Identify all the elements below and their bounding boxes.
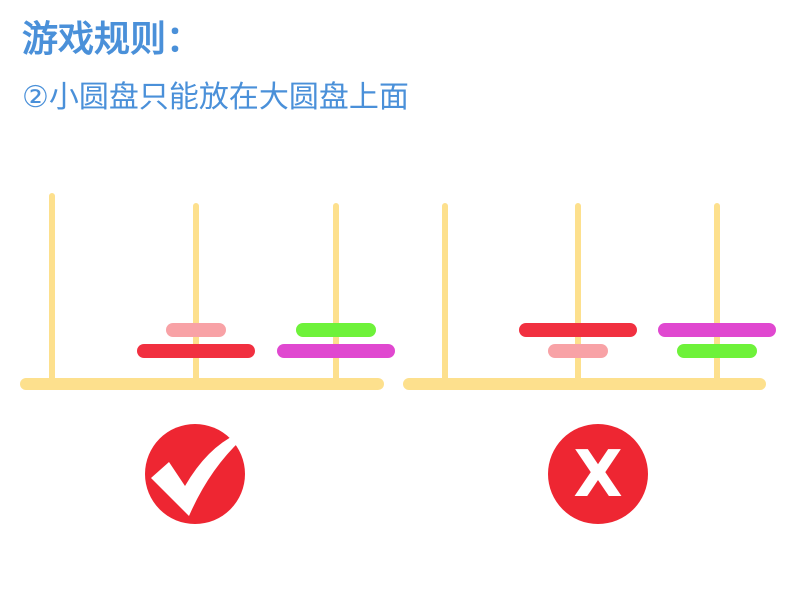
checkmark-icon — [151, 434, 241, 516]
example-wrong: X — [403, 203, 776, 524]
example-correct — [20, 193, 395, 524]
x-mark-icon: X — [573, 438, 622, 512]
rule-text: ②小圆盘只能放在大圆盘上面 — [22, 80, 409, 115]
page-title: 游戏规则： — [22, 19, 203, 60]
verdict-badge — [548, 424, 648, 524]
